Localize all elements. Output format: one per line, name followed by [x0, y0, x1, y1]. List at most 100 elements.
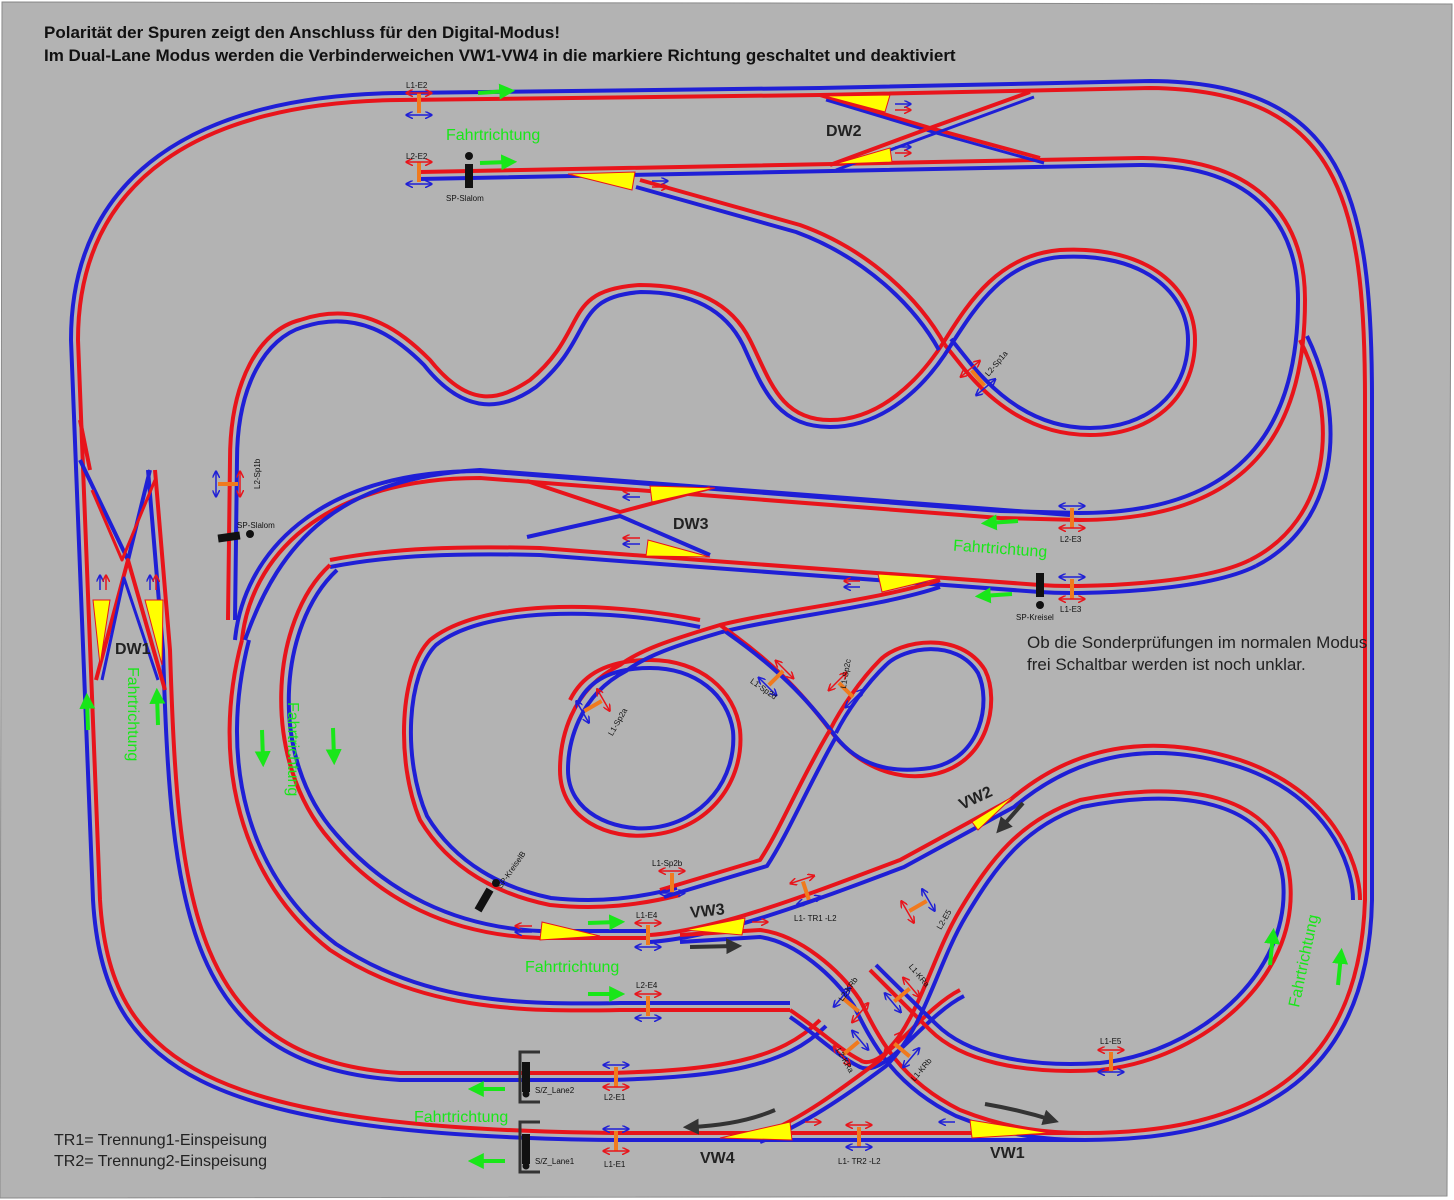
arrow-left-icon: [980, 514, 1019, 531]
legend: TR1= Trennung1-Einspeisung TR2= Trennung…: [54, 1130, 267, 1172]
marker-l2-e1[interactable]: [604, 1065, 628, 1087]
label-dw1: DW1: [115, 641, 151, 658]
vw-direction-arrows: [682, 801, 1059, 1135]
marker-l2-e4[interactable]: [636, 994, 660, 1018]
sensors: [217, 152, 1044, 1174]
note: Ob die Sonderprüfungen im normalen Modus…: [1027, 632, 1367, 676]
switch-direction-ticks: [100, 104, 955, 1122]
dw3-switch-b[interactable]: [645, 539, 711, 558]
marker-l1-e2[interactable]: [407, 93, 431, 115]
label-vw3: VW3: [689, 901, 725, 922]
label-l2-e4: L2-E4: [636, 981, 658, 990]
right-switch[interactable]: [877, 573, 941, 593]
marker-l1-sp2c[interactable]: [829, 673, 863, 707]
header-line-2: Im Dual-Lane Modus werden die Verbinderw…: [44, 46, 956, 65]
marker-l2-e2[interactable]: [407, 162, 431, 184]
label-dw2: DW2: [826, 123, 862, 140]
upper-switch[interactable]: [567, 171, 636, 191]
marker-l2-krb[interactable]: [834, 988, 868, 1022]
arrow-right-icon: [479, 154, 518, 171]
direction-label-bottom: Fahrtrichtung: [414, 1109, 508, 1126]
header-line-1: Polarität der Spuren zeigt den Anschluss…: [44, 23, 561, 42]
arrow-up-icon: [79, 692, 96, 731]
vw4-switch[interactable]: [719, 1121, 793, 1141]
marker-l2-e3[interactable]: [1060, 506, 1084, 528]
arrow-curve-right-icon: [984, 1102, 1059, 1126]
upper-inner-track: [78, 156, 1307, 1082]
label-l2-e3: L2-E3: [1060, 535, 1082, 544]
arrow-down-left-icon: [996, 801, 1025, 834]
spiral-track: [279, 563, 994, 940]
label-l1-tr1-l2: L1- TR1 -L2: [794, 914, 837, 923]
lower-right-track: [649, 743, 1362, 1144]
dw2-switch-a[interactable]: [824, 94, 891, 113]
outer-track: [69, 79, 1374, 1142]
arrow-right-icon: [587, 914, 626, 931]
arrow-left-icon: [974, 587, 1013, 604]
legend-tr2: TR2= Trennung2-Einspeisung: [54, 1153, 268, 1170]
note-line-1: Ob die Sonderprüfungen im normalen Modus: [1027, 633, 1368, 652]
vw2-switch[interactable]: [971, 794, 1016, 831]
marker-l2-kra[interactable]: [834, 1031, 868, 1065]
sensor-sp-kreiselb[interactable]: [474, 879, 500, 913]
label-l1-e4: L1-E4: [636, 911, 658, 920]
marker-l1-e3[interactable]: [1060, 577, 1084, 599]
vw3-switch-b[interactable]: [684, 917, 746, 936]
sensor-sp-kreisel[interactable]: [1036, 573, 1044, 609]
marker-l1-tr1-l2[interactable]: [791, 876, 821, 904]
marker-l1-sp2d[interactable]: [759, 661, 793, 695]
label-vw4: VW4: [700, 1150, 735, 1167]
marker-l2-sp1a[interactable]: [961, 361, 995, 395]
label-sp-slalom-left: SP-Slalom: [237, 521, 275, 530]
marker-l1-e5[interactable]: [1099, 1050, 1123, 1072]
vw3-switch-a[interactable]: [539, 921, 601, 941]
vw1-switch[interactable]: [969, 1119, 1051, 1139]
label-sz-lane2: S/Z_Lane2: [535, 1086, 575, 1095]
arrow-up-icon: [149, 687, 166, 726]
arrow-right-icon: [689, 938, 743, 955]
marker-l1-e4[interactable]: [636, 923, 660, 947]
label-l1-tr2-l2: L1- TR2 -L2: [838, 1157, 881, 1166]
sensor-sp-slalom-top[interactable]: [465, 152, 473, 188]
arrow-up-icon: [1264, 927, 1281, 966]
label-l2-sp1b: L2-Sp1b: [253, 458, 262, 489]
marker-l2-sp1b[interactable]: [216, 472, 240, 496]
direction-label-right: Fahrtrichtung: [953, 538, 1048, 562]
arrow-down-icon: [325, 727, 342, 766]
arrow-curve-left-icon: [682, 1108, 776, 1135]
marker-l1-krb[interactable]: [885, 1033, 919, 1067]
direction-label-top: Fahrtrichtung: [446, 127, 540, 144]
note-line-2: frei Schaltbar werden ist noch unklar.: [1027, 655, 1306, 674]
label-l1-e3: L1-E3: [1060, 605, 1082, 614]
dw2-switch-b[interactable]: [834, 147, 893, 165]
marker-l1-sp2b[interactable]: [660, 871, 684, 893]
dw3-switch-a[interactable]: [649, 485, 716, 503]
label-sp-slalom-top: SP-Slalom: [446, 194, 484, 203]
switch-markers: [92, 94, 1051, 1141]
label-l2-e1: L2-E1: [604, 1093, 626, 1102]
sensor-sp-slalom-left[interactable]: [217, 530, 254, 543]
label-l1-e2: L1-E2: [406, 81, 428, 90]
marker-l1-tr2-l2[interactable]: [847, 1125, 871, 1147]
marker-l1-e1[interactable]: [604, 1129, 628, 1151]
marker-l1-sp2a[interactable]: [577, 690, 610, 723]
label-sz-lane1: S/Z_Lane1: [535, 1157, 575, 1166]
dw1-switch-a[interactable]: [92, 599, 111, 666]
arrow-up-icon: [1332, 947, 1349, 986]
marker-l2-e5[interactable]: [902, 890, 935, 923]
dw1-switch-b[interactable]: [144, 599, 164, 666]
direction-arrows: [79, 83, 1349, 1169]
sensor-sz-lane1[interactable]: [518, 1120, 540, 1174]
label-dw3: DW3: [673, 516, 709, 533]
legend-tr1: TR1= Trennung1-Einspeisung: [54, 1132, 268, 1149]
label-l1-e5: L1-E5: [1100, 1037, 1122, 1046]
label-sp-kreisel: SP-Kreisel: [1016, 613, 1054, 622]
sensor-sz-lane2[interactable]: [518, 1050, 540, 1104]
slalom-track: [226, 178, 1197, 621]
section-markers: [216, 93, 1123, 1151]
label-l1-e1: L1-E1: [604, 1160, 626, 1169]
label-vw1: VW1: [990, 1145, 1025, 1162]
marker-l1-kra[interactable]: [885, 978, 919, 1012]
